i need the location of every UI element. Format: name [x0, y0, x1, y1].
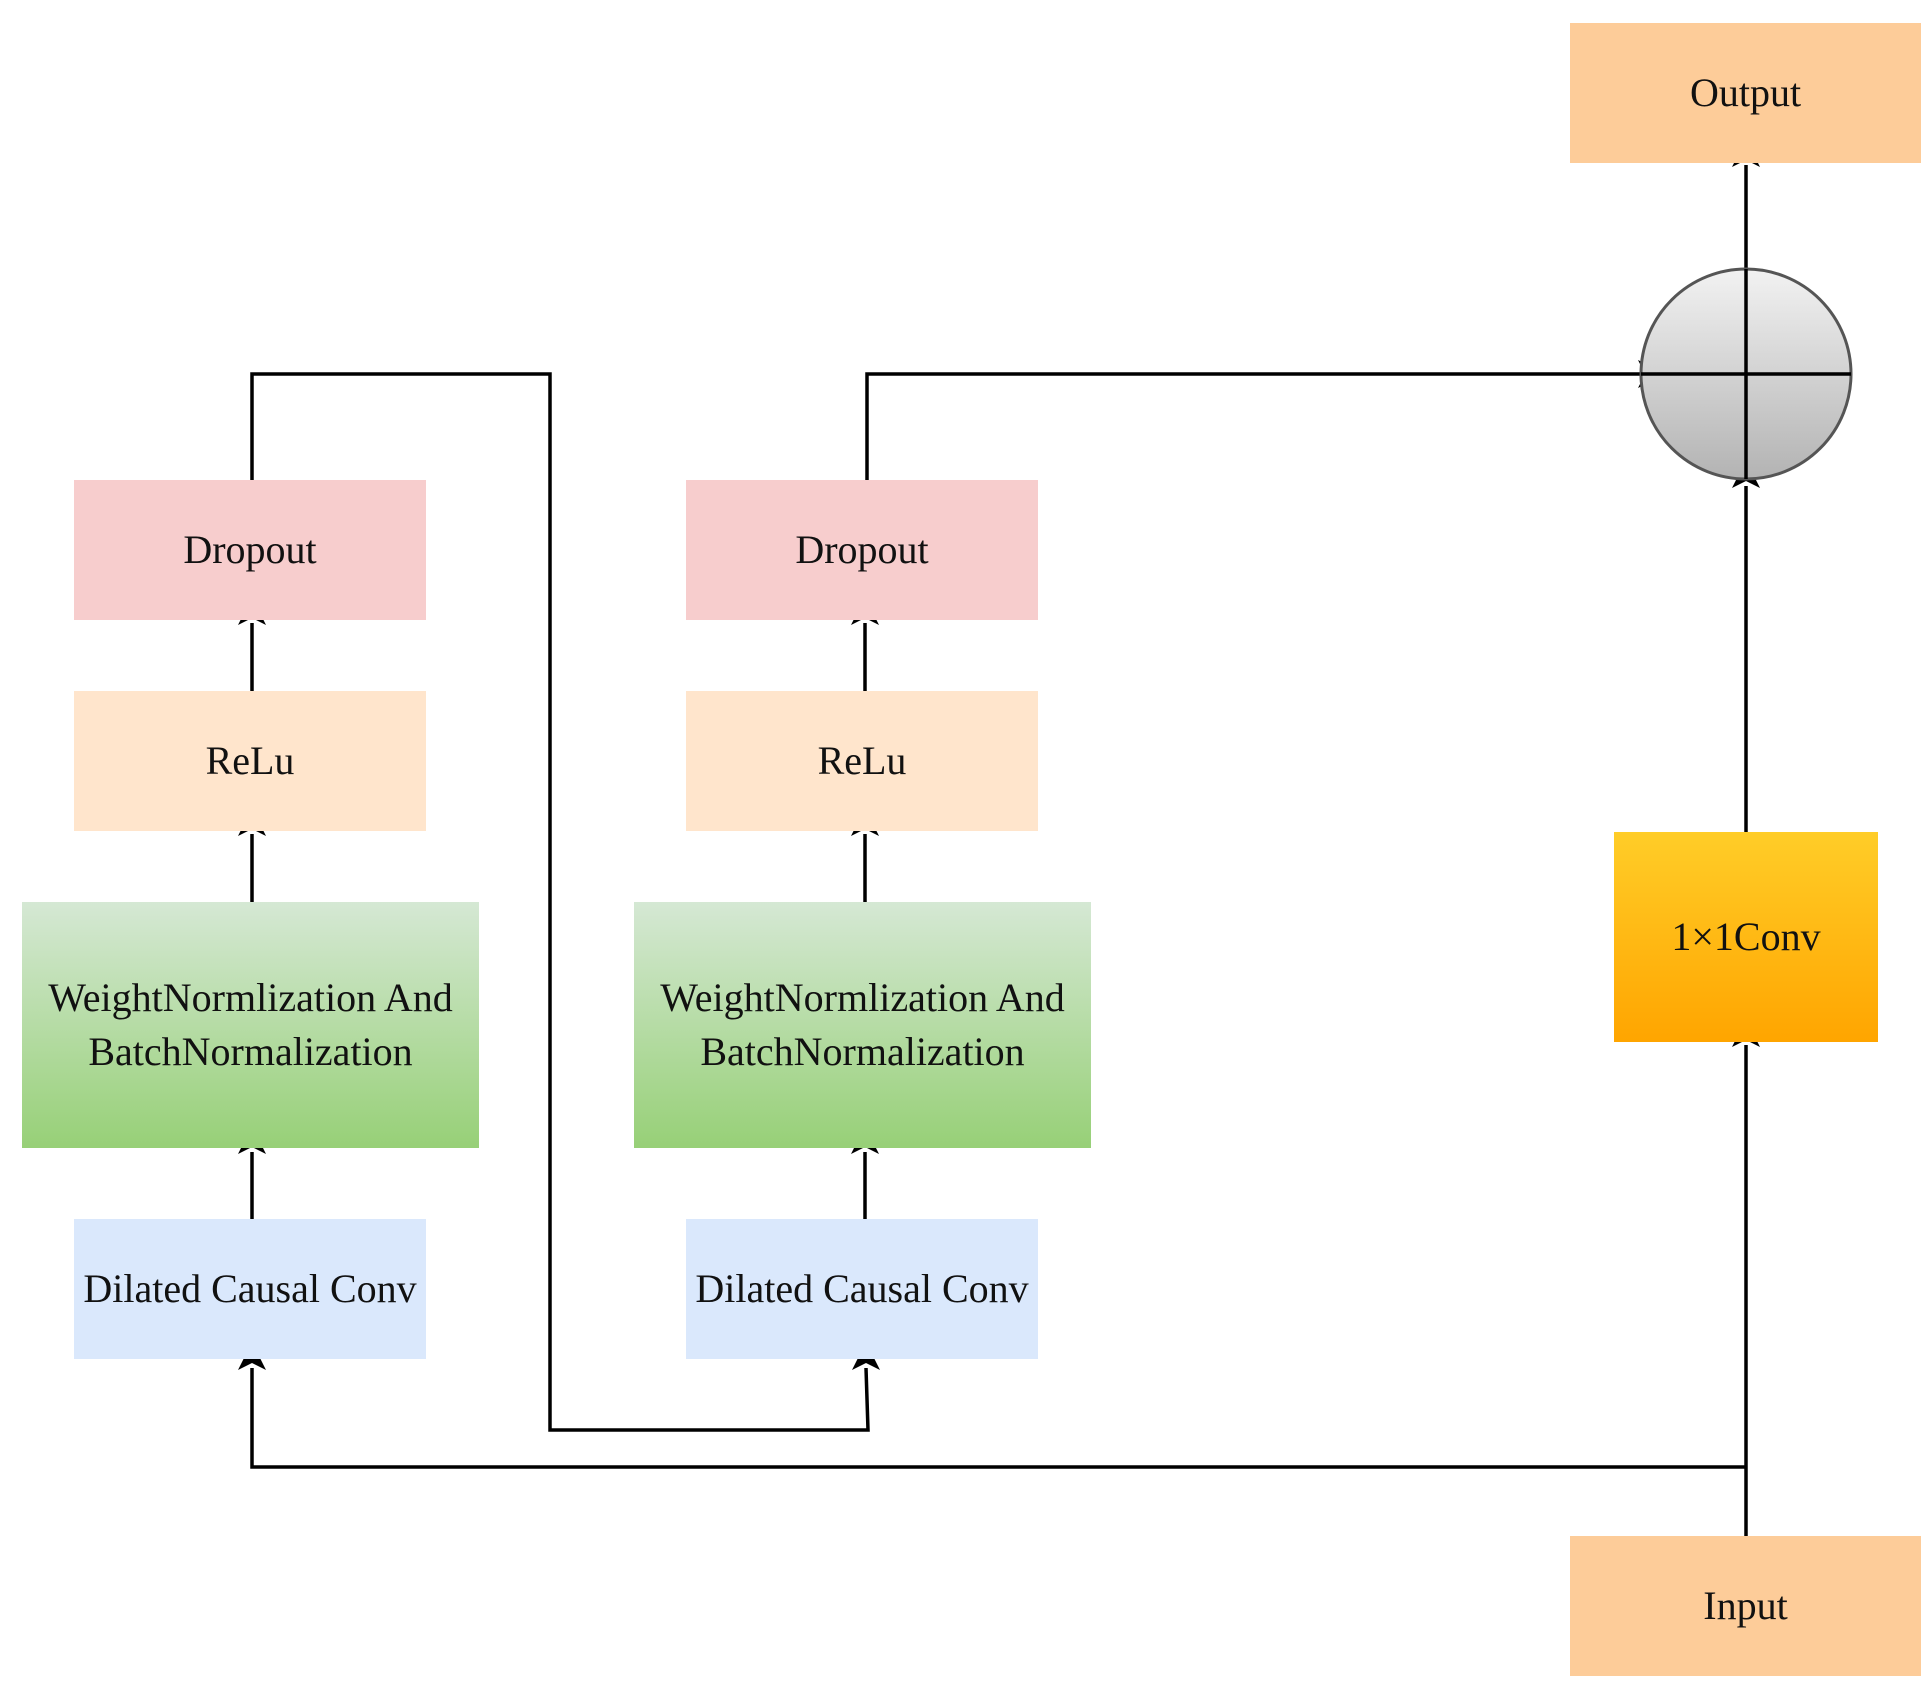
- arrow-dropout1-to-dilated2: [250, 372, 870, 1432]
- arrow-input-to-dilated1: [250, 1368, 1746, 1469]
- relu-label: ReLu: [205, 738, 295, 783]
- dropout-label: Dropout: [183, 527, 317, 572]
- normalization-label-line1: WeightNormlization And: [660, 975, 1065, 1020]
- arrow-dropout2-to-sum: [865, 372, 1640, 481]
- input-box: Input: [1570, 1536, 1921, 1676]
- output-label: Output: [1689, 70, 1802, 115]
- dilated-conv-box-1: Dilated Causal Conv: [74, 1219, 426, 1359]
- conv1x1-label: 1×1Conv: [1671, 914, 1821, 959]
- normalization-label-line1: WeightNormlization And: [48, 975, 453, 1020]
- dilated-conv-box-2: Dilated Causal Conv: [686, 1219, 1038, 1359]
- input-label: Input: [1703, 1583, 1788, 1628]
- dilated-conv-label: Dilated Causal Conv: [83, 1266, 417, 1311]
- relu-box-2: ReLu: [686, 691, 1038, 831]
- dropout-box-1: Dropout: [74, 480, 426, 620]
- plus-circle-icon: [1639, 267, 1853, 481]
- normalization-label-line2: BatchNormalization: [700, 1029, 1025, 1074]
- normalization-box-2: WeightNormlization And BatchNormalizatio…: [634, 902, 1091, 1148]
- relu-label: ReLu: [817, 738, 907, 783]
- output-box: Output: [1570, 23, 1921, 163]
- dropout-label: Dropout: [795, 527, 929, 572]
- dilated-conv-label: Dilated Causal Conv: [695, 1266, 1029, 1311]
- normalization-box-1: WeightNormlization And BatchNormalizatio…: [22, 902, 479, 1148]
- conv1x1-box: 1×1Conv: [1614, 832, 1878, 1042]
- normalization-label-line2: BatchNormalization: [88, 1029, 413, 1074]
- dropout-box-2: Dropout: [686, 480, 1038, 620]
- relu-box-1: ReLu: [74, 691, 426, 831]
